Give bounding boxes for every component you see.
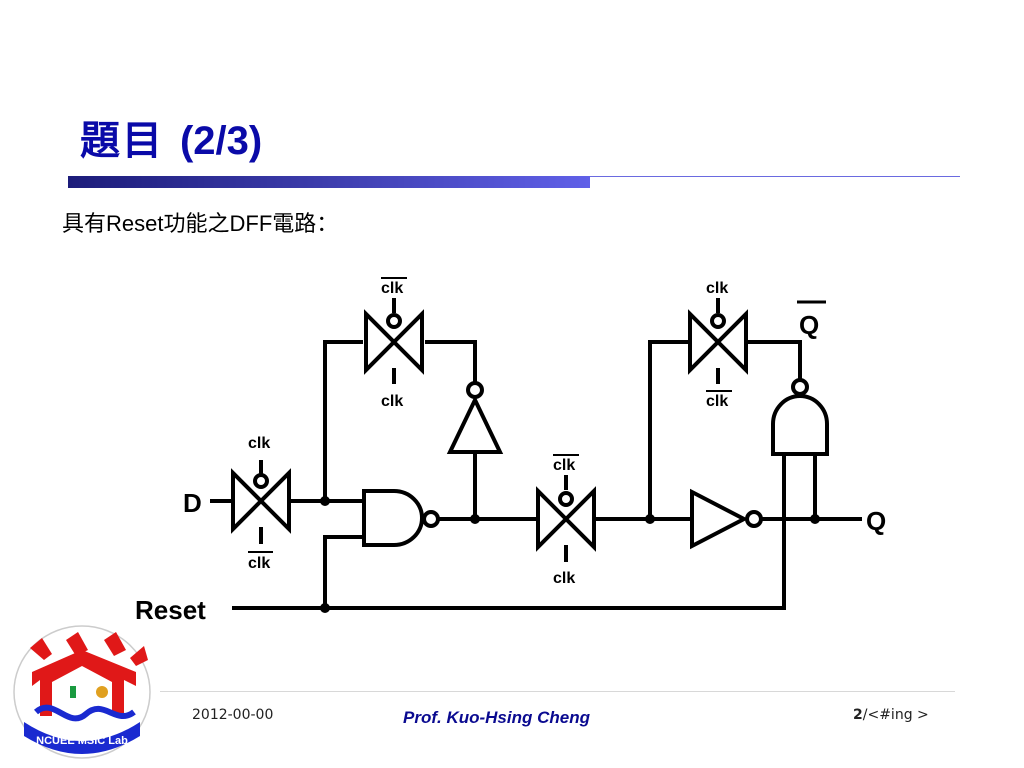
label-tg2-bottom: clk [381,393,403,410]
label-q: Q [866,506,886,536]
slide-subtitle: 具有Reset功能之DFF電路： [62,206,338,238]
wire-feedback-right [648,340,688,519]
wire-feedback-left [323,340,363,501]
label-tg2-top: clk [381,280,403,297]
tg2-bubble [386,313,402,329]
inverter-output [690,488,749,550]
footer-page-total: /<#ing > [862,707,929,723]
tg3-bubble [558,491,574,507]
label-tg1-bottom: clk [248,555,270,572]
footer-divider [160,691,955,692]
junction-node-a [320,496,330,506]
label-tg4-top: clk [706,280,728,297]
nand-gate-2 [771,394,829,456]
title-underline-thin [590,176,960,177]
wire-tg4-nand2 [748,340,802,380]
footer-date: 2012-00-00 [192,707,274,723]
transmission-gate-3 [536,475,596,562]
slide-title-page: (2/3) [179,119,263,163]
wire-nand-reset [323,535,362,608]
transmission-gate-2 [364,298,424,384]
wire-tg2-inv [425,340,477,382]
subtitle-part-4: DFF [229,211,273,236]
junction-node-q [810,514,820,524]
inverter-feedback [446,395,504,454]
label-qbar: Q [799,310,819,340]
label-tg4-bottom: clk [706,393,728,410]
title-underline-bar [68,176,590,188]
nand-2-bubble [791,378,809,396]
junction-node-b [470,514,480,524]
transmission-gate-1 [231,460,291,544]
inverter-2-bubble [745,510,763,528]
inverter-1-bubble [466,381,484,399]
subtitle-part-5: 電路： [272,212,339,237]
label-d: D [183,488,202,518]
logo-text: NCUEE MSIC Lab [36,735,128,747]
slide-title-cjk: 題目 [80,117,164,164]
tg4-bubble [710,313,726,329]
slide-title: 題目 (2/3) [80,108,262,166]
transmission-gate-4 [688,298,748,384]
junction-node-c [645,514,655,524]
junction-reset [320,603,330,613]
label-tg3-bottom: clk [553,570,575,587]
subtitle-part-2: Reset [106,211,164,236]
label-tg3-top: clk [553,457,575,474]
subtitle-part-3: 功能之 [163,212,230,237]
tg1-bubble [253,473,269,489]
nand-1-bubble [422,510,440,528]
lab-logo: NCUEE MSIC Lab [13,625,151,759]
footer-page-number: 2 [853,707,863,723]
nand-gate-1 [362,489,424,547]
label-tg1-top: clk [248,435,270,452]
subtitle-part-1: 具有 [62,212,107,237]
footer-page: 2/<#ing > [853,707,929,723]
footer-author: Prof. Kuo-Hsing Cheng [403,708,590,727]
label-reset: Reset [135,595,206,625]
